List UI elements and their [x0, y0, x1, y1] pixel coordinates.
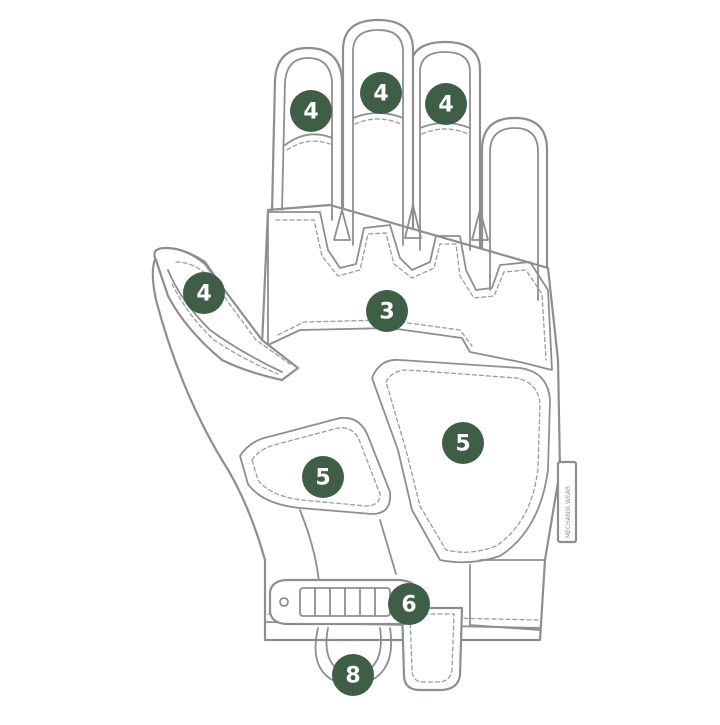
- callout-label: 4: [373, 82, 388, 107]
- brand-tag-text: MECHANIX WEAR: [565, 486, 572, 538]
- callout-label: 8: [345, 664, 360, 689]
- callout-circle: [290, 90, 332, 132]
- callout-label: 5: [315, 466, 330, 491]
- callout-circle: [183, 272, 225, 314]
- brand-tag: MECHANIX WEAR: [556, 460, 578, 544]
- callout-middle-tip: 4: [360, 72, 402, 114]
- callout-palm-pad-left: 5: [302, 456, 344, 498]
- callout-label: 4: [438, 93, 453, 118]
- callout-label: 3: [379, 300, 394, 325]
- callout-knuckle-palm: 3: [366, 290, 408, 332]
- callout-badges: 4 4 4 4 3 5 5 6: [183, 72, 484, 696]
- callout-circle: [360, 72, 402, 114]
- callout-palm-pad-right: 5: [442, 422, 484, 464]
- callout-label: 4: [303, 100, 318, 125]
- glove-outline: [151, 18, 562, 642]
- callout-wrist-strap: 6: [388, 583, 430, 625]
- callout-index-tip: 4: [290, 90, 332, 132]
- callout-circle: [366, 290, 408, 332]
- callout-circle: [442, 422, 484, 464]
- callout-ring-tip: 4: [425, 83, 467, 125]
- knuckle-panel: [267, 211, 553, 371]
- callout-label: 4: [196, 282, 211, 307]
- callout-circle: [302, 456, 344, 498]
- callout-label: 6: [401, 593, 416, 618]
- callout-circle: [388, 583, 430, 625]
- callout-circle: [425, 83, 467, 125]
- callout-pull-loop: 8: [332, 654, 374, 696]
- callout-label: 5: [455, 432, 470, 457]
- callout-thumb: 4: [183, 272, 225, 314]
- callout-circle: [332, 654, 374, 696]
- palm-pads: [239, 358, 551, 564]
